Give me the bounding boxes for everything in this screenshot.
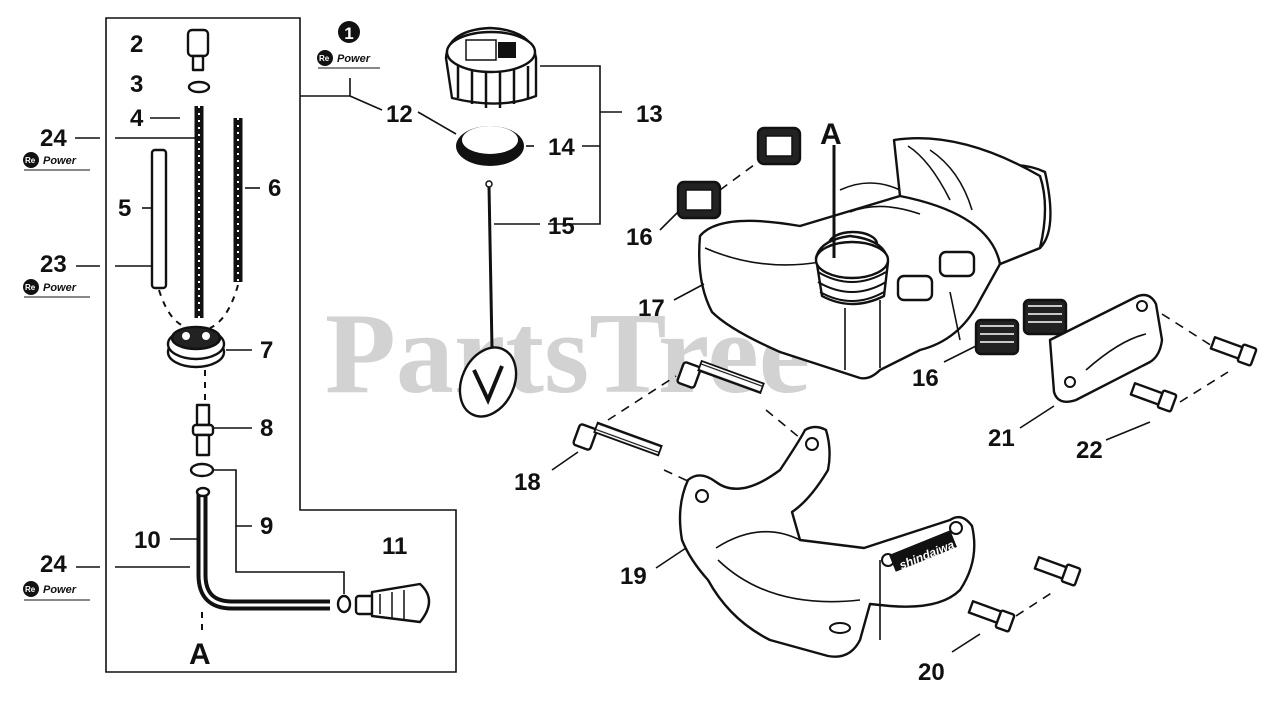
ref-a-hose: A	[189, 638, 211, 671]
part-8-nipple	[191, 403, 215, 457]
callout-16-top: 16	[626, 224, 653, 251]
callout-6: 6	[268, 175, 281, 202]
callout-14: 14	[548, 134, 575, 161]
callout-20: 20	[918, 659, 945, 686]
part-5-tube	[150, 148, 168, 290]
dash-5-7	[158, 289, 191, 329]
repower-badge-kit: Re Power	[317, 50, 380, 69]
repower-badge-24-top: Re Power	[23, 152, 90, 171]
part-9-oring	[189, 462, 215, 478]
dash-6-7	[209, 284, 239, 329]
callout-4: 4	[130, 105, 144, 132]
callout-11: 11	[382, 533, 407, 560]
callout-24-top: 24	[40, 125, 67, 152]
callout-19: 19	[620, 563, 647, 590]
leader-lines-right	[551, 211, 1151, 653]
part-9-oring-2	[336, 594, 352, 614]
callout-24-bottom: 24	[40, 551, 67, 578]
repower-label: Power	[43, 282, 77, 294]
callout-12: 12	[386, 101, 413, 128]
part-18-bolt-lower	[572, 421, 663, 457]
part-22-bolt-upper	[1161, 313, 1258, 367]
callout-17: 17	[638, 295, 665, 322]
part-3-oring	[187, 80, 211, 94]
part-22-bolt-lower	[1129, 371, 1229, 413]
callout-labels: 2 3 4 24 5 6 23 7 8 9 10 11 24 12 13 14 …	[40, 31, 1103, 686]
callout-8: 8	[260, 415, 273, 442]
repower-badge-23: Re Power	[23, 279, 90, 298]
leader-lines-cap	[417, 65, 622, 225]
ref-a-tank: A	[820, 118, 842, 151]
callout-5: 5	[118, 195, 131, 222]
callout-23: 23	[40, 251, 67, 278]
part-16-grommet-bottom	[974, 298, 1068, 356]
callout-15: 15	[548, 213, 575, 240]
part-20-bolt-lower	[967, 589, 1057, 633]
part-18-bolt-upper	[676, 359, 765, 395]
repower-prefix: Re	[25, 156, 36, 165]
callout-22: 22	[1076, 437, 1103, 464]
repower-label: Power	[43, 584, 77, 596]
callout-16-bottom: 16	[912, 365, 939, 392]
leader-lines-left	[75, 117, 345, 594]
callout-3: 3	[130, 71, 143, 98]
repower-label: Power	[337, 53, 371, 65]
callout-10: 10	[134, 527, 161, 554]
callout-2: 2	[130, 31, 143, 58]
repower-label: Power	[43, 155, 77, 167]
part-21-bracket	[1048, 293, 1164, 403]
kit-marker-1-label: 1	[344, 24, 353, 43]
part-11-filter	[354, 582, 431, 624]
part-15-fuel-pickup	[458, 180, 518, 418]
part-19-guard: shindaiwa	[678, 425, 976, 658]
callout-18: 18	[514, 469, 541, 496]
kit-bracket	[105, 17, 457, 673]
callout-7: 7	[260, 337, 273, 364]
callout-21: 21	[988, 425, 1015, 452]
part-13-fuel-cap	[444, 26, 538, 108]
callout-13: 13	[636, 101, 663, 128]
repower-prefix: Re	[319, 54, 330, 63]
repower-badge-24-bottom: Re Power	[23, 581, 90, 601]
part-20-bolt-upper	[1033, 556, 1082, 587]
part-7-grommet	[166, 325, 226, 369]
part-16-grommet-top	[676, 126, 802, 220]
part-17-fuel-tank	[698, 137, 1052, 380]
part-14-gasket	[456, 126, 524, 166]
repower-prefix: Re	[25, 585, 36, 594]
part-2-fitting	[186, 28, 210, 72]
repower-prefix: Re	[25, 283, 36, 292]
kit-marker-1: 1	[338, 21, 360, 43]
kit-leader-12	[300, 78, 383, 111]
callout-9: 9	[260, 513, 273, 540]
